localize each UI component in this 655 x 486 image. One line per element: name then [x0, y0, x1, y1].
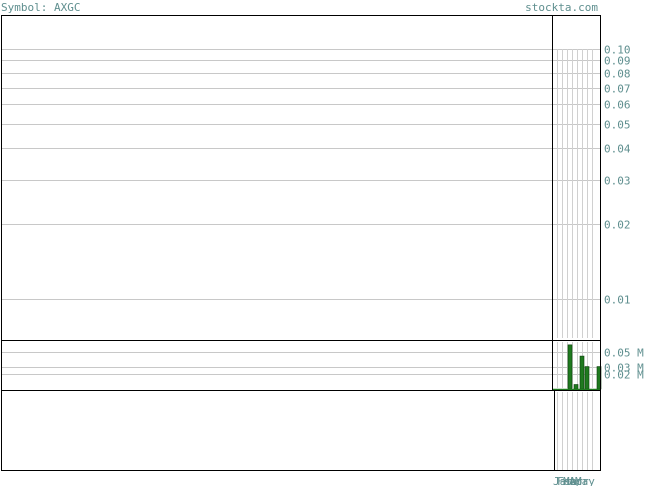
volume-bar: [584, 366, 590, 390]
price-tick-label: 0.09: [604, 55, 631, 68]
price-tick-label: 0.03: [604, 175, 631, 188]
volume-bar: [567, 344, 573, 390]
price-tick-label: 0.04: [604, 143, 631, 156]
volume-panel-frame: [1, 340, 601, 391]
price-tick-label: 0.08: [604, 68, 631, 81]
price-tick-label: 0.05: [604, 119, 631, 132]
volume-grid: [1, 352, 600, 375]
volume-bars: [552, 344, 602, 391]
volume-bar: [579, 355, 585, 390]
price-grid: [1, 49, 600, 300]
price-tick-label: 0.02: [604, 219, 631, 232]
x-axis-label: Mar: [563, 475, 583, 486]
volume-tick-label: 0.03 M: [604, 362, 644, 375]
volume-tick-label: 0.05 M: [604, 347, 644, 360]
price-tick-label: 0.07: [604, 83, 631, 96]
x-axis-label: Feb: [557, 475, 577, 486]
volume-bar: [573, 384, 579, 390]
symbol-label: Symbol: AXGC: [1, 1, 80, 14]
chart-labels: 0.100.090.08 0.07 0.06 0.05 0.04 0.03 0.02 0.01…: [1, 1, 644, 486]
bottom-panel-frame: [1, 390, 601, 471]
chart-frames: [1, 15, 601, 471]
site-label: stockta.com: [525, 1, 598, 14]
x-axis-label: Jan: [553, 475, 573, 486]
price-tick-label: 0.01: [604, 294, 631, 307]
x-axis-label: May: [575, 475, 595, 486]
volume-tick-label: 0.02 M: [604, 369, 644, 382]
price-tick-label: 0.10: [604, 44, 631, 57]
price-tick-label: 0.06: [604, 99, 631, 112]
price-panel-frame: [1, 15, 601, 341]
vertical-grid: [557, 49, 593, 470]
x-axis-label: Apr: [569, 475, 589, 486]
